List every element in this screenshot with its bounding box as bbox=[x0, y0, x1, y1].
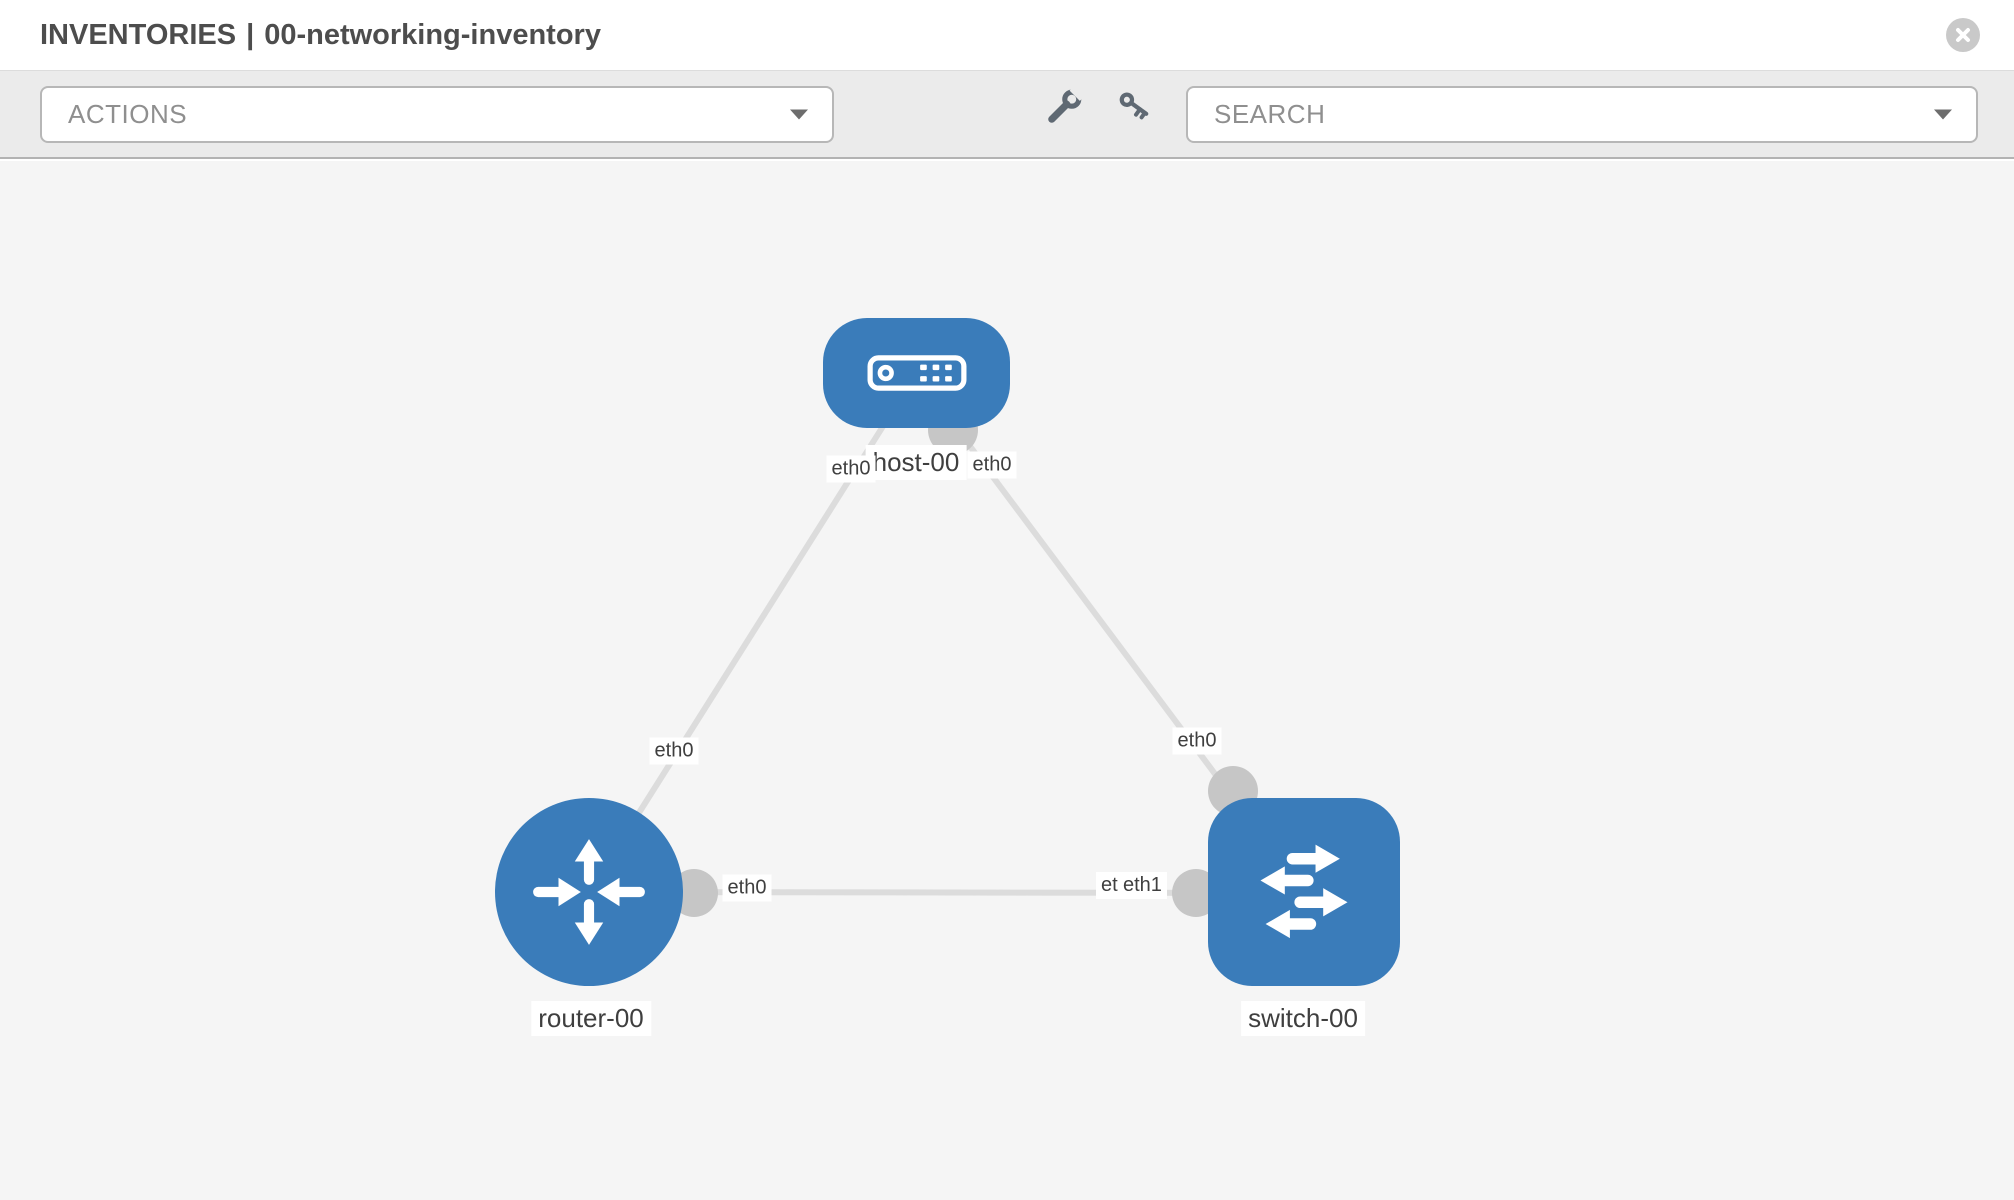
actions-dropdown[interactable]: ACTIONS bbox=[40, 86, 834, 143]
chevron-down-icon bbox=[790, 109, 808, 119]
node-label-router: router-00 bbox=[531, 1001, 651, 1036]
actions-dropdown-label: ACTIONS bbox=[68, 99, 188, 129]
close-button[interactable] bbox=[1946, 18, 1980, 52]
node-label-switch: switch-00 bbox=[1241, 1001, 1365, 1036]
key-icon bbox=[1119, 92, 1149, 120]
router-icon bbox=[533, 839, 645, 945]
breadcrumb-separator: | bbox=[246, 18, 255, 51]
search-placeholder: SEARCH bbox=[1214, 99, 1326, 129]
node-label-host: host-00 bbox=[865, 445, 967, 480]
node-router-00[interactable] bbox=[495, 798, 683, 986]
close-icon bbox=[1956, 28, 1970, 42]
host-icon bbox=[867, 355, 966, 391]
chevron-down-icon bbox=[1934, 109, 1952, 119]
header: INVENTORIES | 00-networking-inventory bbox=[0, 0, 2014, 70]
page-title: INVENTORIES | 00-networking-inventory bbox=[40, 0, 601, 70]
if-label-host-left: eth0 bbox=[826, 455, 876, 483]
search-dropdown[interactable]: SEARCH bbox=[1186, 86, 1978, 143]
if-label-router-uplink: eth0 bbox=[649, 737, 699, 765]
wrench-icon bbox=[1048, 87, 1084, 123]
if-label-host-right: eth0 bbox=[967, 451, 1017, 479]
configure-button[interactable] bbox=[1042, 85, 1086, 129]
toolbar: ACTIONS SEARCH bbox=[0, 70, 2014, 159]
node-switch-00[interactable] bbox=[1208, 798, 1400, 986]
if-label-switch-uplink: eth0 bbox=[1172, 727, 1222, 755]
topology-canvas[interactable]: host-00 router-00 switch-00 eth0 eth0 et… bbox=[0, 161, 2014, 1200]
node-host-00[interactable] bbox=[823, 318, 1010, 428]
switch-icon bbox=[1260, 844, 1348, 939]
key-legend-button[interactable] bbox=[1112, 85, 1156, 129]
topology-edges bbox=[586, 372, 1307, 917]
if-label-switch-eth1: eth1 bbox=[1118, 872, 1167, 899]
breadcrumb-inventories[interactable]: INVENTORIES bbox=[40, 18, 237, 51]
inventory-name: 00-networking-inventory bbox=[264, 18, 601, 51]
if-label-router-to-switch: eth0 bbox=[722, 874, 772, 902]
